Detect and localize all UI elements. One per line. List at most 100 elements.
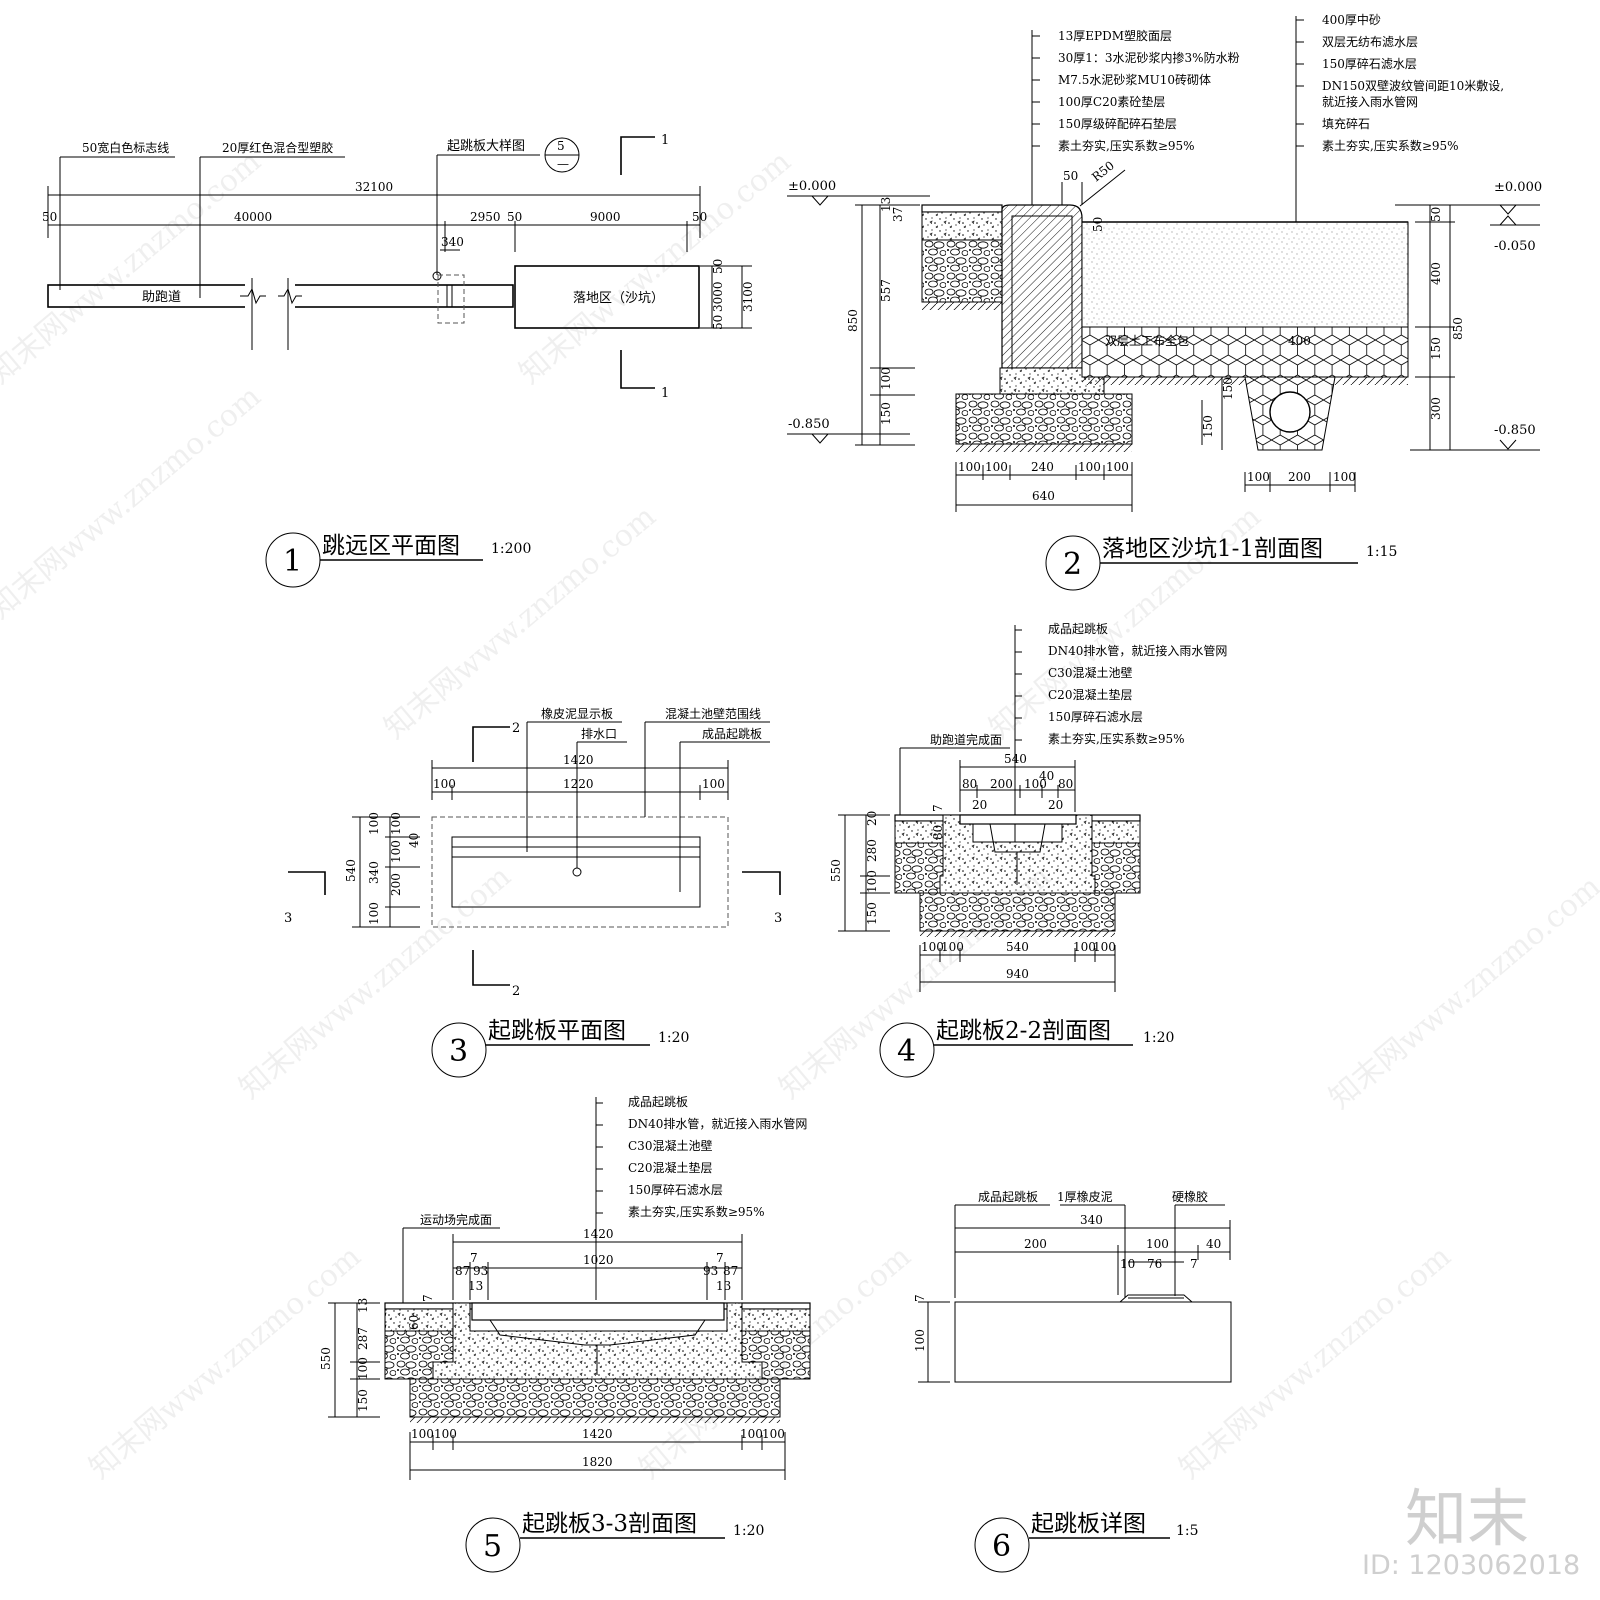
dim: 100 [913,1329,927,1352]
pit-label: 落地区（沙坑） [573,291,664,306]
dim: 10 [1120,1257,1135,1271]
title-scale: 1:15 [1366,544,1397,560]
dim: 100 [411,1427,434,1441]
finish-label: 助跑道完成面 [930,732,1002,747]
level: ±0.000 [1494,180,1542,195]
dim: 100 [1024,777,1047,791]
dim: 100 [1073,940,1096,954]
watermark-text: 知末网www.znzmo.com [1323,869,1600,1116]
title-scale: 1:200 [491,541,531,557]
brand-logo: 知末 [1405,1482,1530,1555]
dim: 100 [921,940,944,954]
dim: 850 [1451,317,1465,340]
takeoff-board-outline [437,274,465,324]
section-mark: 3 [774,911,782,926]
level: ±0.000 [788,179,836,194]
view2-section: 13厚EPDM塑胶面层 30厚1：3水泥砂浆内掺3%防水粉 M7.5水泥砂浆MU… [787,12,1542,512]
dim: 240 [1031,460,1054,474]
dim: 550 [319,1347,333,1370]
dim: 40 [1039,769,1054,783]
dim: 150 [1429,337,1443,360]
title-number: 2 [1063,547,1082,582]
title-number: 1 [283,544,302,579]
dim: 150 [1201,415,1215,438]
detail-ref: 5 [557,139,565,153]
title-number: 3 [449,1034,468,1069]
finish-label: 运动场完成面 [420,1212,492,1227]
dim: 50 [507,210,522,224]
note: M7.5水泥砂浆MU10砖砌体 [1058,72,1211,87]
note: DN40排水管，就近接入雨水管网 [628,1116,807,1131]
dim: 150 [356,1389,370,1412]
level: -0.850 [788,417,830,432]
dim: 13 [356,1298,370,1313]
dim: 100 [356,1357,370,1380]
view1-plan: 32100 50 40000 2950 50 9000 50 340 50宽白色… [42,133,755,401]
concrete-wall-outline [431,816,729,928]
title-scale: 1:20 [1143,1030,1174,1046]
note: C30混凝土池壁 [1048,665,1132,680]
dim: 87 [723,1264,738,1278]
level-marks: ±0.000 -0.850 ±0.000 -0.050 -0.850 [787,179,1542,451]
sand-pit [514,265,700,329]
dim: 100 [1093,940,1116,954]
watermark-text: 知末网www.znzmo.com [773,859,1058,1106]
dim: 940 [1006,967,1029,981]
note: 150厚碎石滤水层 [1048,709,1143,724]
note: 成品起跳板 [628,1095,688,1109]
dim: 9000 [590,210,621,224]
dim: 540 [1006,940,1029,954]
dim: 150 [1221,377,1235,400]
dim: 340 [1080,1213,1103,1227]
dim: 50 [711,259,725,274]
dim: 50 [711,315,725,330]
dim: 100 [879,367,893,390]
dim: 100 [367,902,381,925]
dim: 1220 [563,777,594,791]
dim: 850 [846,309,860,332]
note: 双层无纺布滤水层 [1322,35,1418,49]
note: 素土夯实,压实系数≥95% [1048,731,1185,746]
note: C20混凝土垫层 [628,1160,712,1175]
note: 150厚碎石滤水层 [1322,56,1417,71]
view6-detail: 成品起跳板 1厚橡皮泥 硬橡胶 340 200 100 40 10 76 7 1… [913,1189,1232,1383]
note: 混凝土池壁范围线 [665,706,761,721]
dim: 50 [1429,207,1443,222]
level: -0.050 [1494,239,1536,254]
dim: 7 [716,1251,724,1265]
dim: 100 [1146,1237,1169,1251]
dim: 1820 [582,1455,613,1469]
runway-label: 助跑道 [142,290,181,305]
dim: 400 [1429,262,1443,285]
title-text: 起跳板3-3剖面图 [522,1511,697,1537]
title-text: 跳远区平面图 [322,533,460,559]
dim: 80 [1058,777,1073,791]
note: 13厚EPDM塑胶面层 [1058,28,1172,43]
dim: 100 [941,940,964,954]
note: 素土夯实,压实系数≥95% [1322,138,1459,153]
section-mark: 1 [661,386,669,401]
dim: 50 [42,210,57,224]
note-line: 50宽白色标志线 [82,140,169,155]
drain-pipe [1269,391,1311,433]
notes-right: 400厚中砂 双层无纺布滤水层 150厚碎石滤水层 DN150双壁波纹管间距10… [1296,12,1504,153]
dim: 13 [716,1279,731,1293]
note: DN150双壁波纹管间距10米敷设, [1322,78,1504,93]
dim: 400 [1288,334,1311,348]
dim: 13 [879,197,893,212]
note: 150厚碎石滤水层 [628,1182,723,1197]
title-view3: 3 起跳板平面图 1:20 [431,1018,689,1078]
title-view4: 4 起跳板2-2剖面图 1:20 [879,1018,1174,1078]
note: C20混凝土垫层 [1048,687,1132,702]
dim: 100 [865,870,879,893]
dim: 50 [1091,217,1105,232]
note: 30厚1：3水泥砂浆内掺3%防水粉 [1058,50,1240,65]
dim: 340 [441,235,464,249]
dim: 20 [972,798,987,812]
dim: 200 [990,777,1013,791]
note: 400厚中砂 [1322,12,1381,27]
dim: 40 [1206,1237,1221,1251]
dim: 640 [1032,489,1055,503]
dim: R50 [1089,158,1117,184]
view5-section: 成品起跳板 DN40排水管，就近接入雨水管网 C30混凝土池壁 C20混凝土垫层… [319,1095,811,1480]
